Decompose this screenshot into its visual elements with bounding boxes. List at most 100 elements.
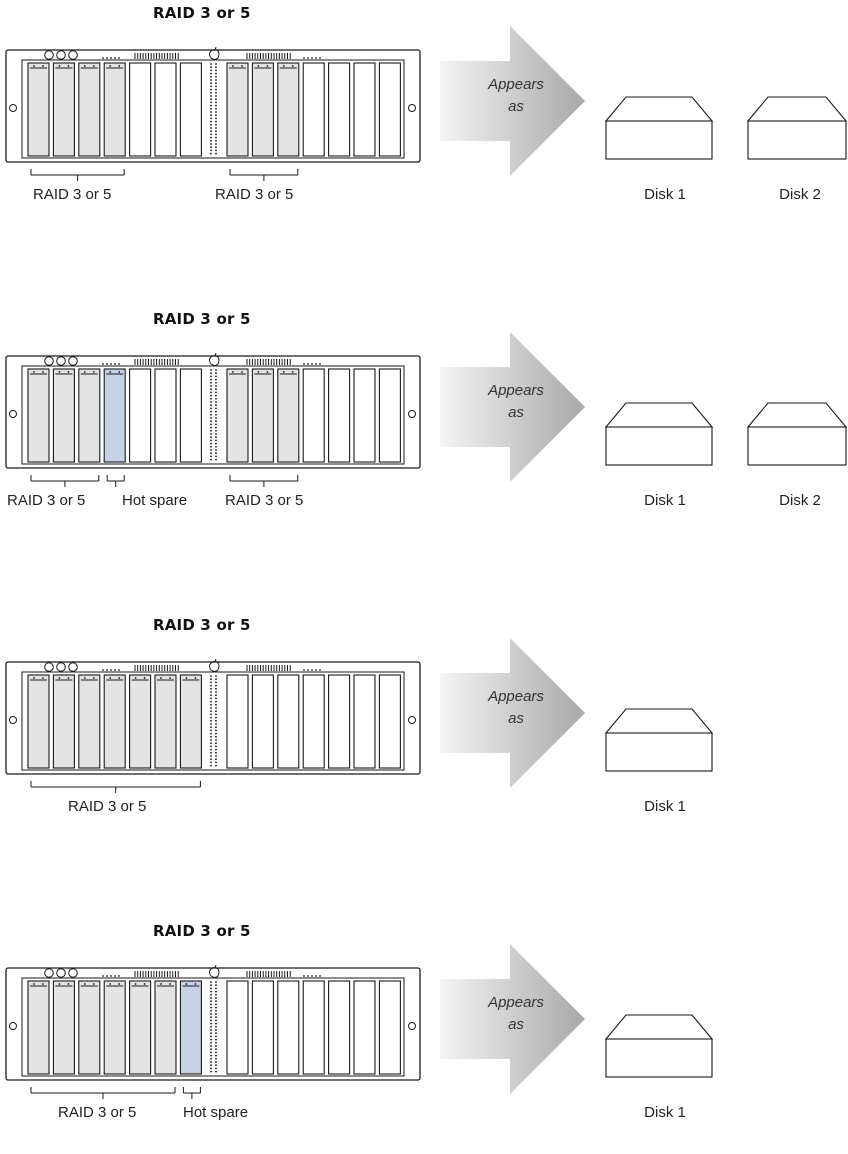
drive-led xyxy=(33,677,35,679)
appears-line: Appears xyxy=(488,994,544,1011)
divider-dot xyxy=(210,697,212,700)
apple-logo-icon xyxy=(209,658,220,672)
divider-dot xyxy=(215,748,217,751)
divider-dot xyxy=(215,678,217,681)
drive-led xyxy=(58,65,61,67)
divider-dot xyxy=(210,413,212,416)
drive-bay xyxy=(27,980,50,1075)
divider-dot xyxy=(210,987,212,990)
divider-dot xyxy=(210,455,212,458)
divider-dot xyxy=(210,1064,212,1067)
divider-dot xyxy=(215,1035,217,1038)
divider-dot xyxy=(210,678,212,681)
divider-dot xyxy=(210,101,212,104)
drive-led xyxy=(67,65,70,67)
divider-dot xyxy=(215,1045,217,1047)
divider-dot xyxy=(210,735,212,738)
mount-hole xyxy=(9,1022,17,1030)
divider-dot xyxy=(215,369,217,371)
divider-dot xyxy=(215,423,217,426)
drive-bay xyxy=(226,674,249,769)
divider-dot xyxy=(210,95,212,97)
drive-led xyxy=(58,371,61,373)
divider-dot xyxy=(210,694,212,697)
divider-dot xyxy=(215,719,217,722)
drive-led xyxy=(232,371,234,373)
drive-led xyxy=(291,371,294,373)
drive-bay xyxy=(52,368,75,463)
disk-shape xyxy=(604,1014,714,1078)
drive-bay xyxy=(129,62,152,157)
divider-dot xyxy=(210,149,212,152)
divider-dot xyxy=(215,394,217,397)
divider-dot xyxy=(215,1009,217,1012)
divider-dot xyxy=(210,369,212,371)
group-bracket xyxy=(229,475,299,487)
divider-dot xyxy=(210,426,212,429)
drive-led xyxy=(232,65,234,67)
indicator-dot xyxy=(106,57,108,59)
divider-dot xyxy=(210,691,212,693)
status-light xyxy=(56,662,66,672)
divider-dot xyxy=(215,127,217,129)
divider-dot xyxy=(215,1013,217,1015)
divider-dot xyxy=(215,1019,217,1022)
divider-dot xyxy=(215,114,217,117)
divider-dot xyxy=(210,1057,212,1060)
indicator-dot xyxy=(106,975,108,977)
divider-dot xyxy=(215,1041,217,1044)
divider-dot xyxy=(215,984,217,987)
drive-led xyxy=(92,677,95,679)
mount-hole xyxy=(9,410,17,418)
panel-title: RAID 3 or 5 xyxy=(153,922,251,940)
divider-dot xyxy=(210,130,212,133)
drive-bay xyxy=(179,980,202,1075)
drive-bay xyxy=(179,674,202,769)
divider-dot xyxy=(215,381,217,384)
arrow-shape xyxy=(440,26,585,176)
divider-dot xyxy=(210,436,212,439)
divider-dot xyxy=(215,1048,217,1051)
divider-dot xyxy=(215,735,217,738)
divider-dot xyxy=(210,707,212,709)
drive-bay xyxy=(277,368,300,463)
divider-dot xyxy=(215,66,217,69)
divider-dot xyxy=(210,710,212,713)
divider-dot xyxy=(215,745,217,748)
status-light xyxy=(44,50,54,60)
disk-shape xyxy=(746,402,848,466)
divider-dot xyxy=(215,63,217,65)
divider-dot xyxy=(215,136,217,139)
drive-bay xyxy=(302,62,325,157)
divider-dot xyxy=(215,104,217,107)
divider-dot xyxy=(215,764,217,767)
divider-dot xyxy=(215,388,217,391)
group-bracket xyxy=(30,781,201,793)
indicator-dot xyxy=(114,975,116,977)
divider-dot xyxy=(210,429,212,432)
divider-dot xyxy=(215,410,217,413)
drive-bay xyxy=(378,368,401,463)
drive-bay xyxy=(302,980,325,1075)
divider-dot xyxy=(210,719,212,722)
divider-dot xyxy=(210,152,212,155)
divider-dot xyxy=(215,85,217,88)
divider-dot xyxy=(215,130,217,133)
indicator-dot xyxy=(114,363,116,365)
indicator-dot xyxy=(315,975,317,977)
divider-dot xyxy=(215,993,217,996)
status-light xyxy=(68,662,78,672)
divider-dot xyxy=(215,1051,217,1054)
divider-dot xyxy=(210,1045,212,1047)
drive-led xyxy=(134,983,137,985)
drive-led xyxy=(83,371,86,373)
divider-dot xyxy=(215,707,217,709)
drive-led xyxy=(42,677,44,679)
drive-led xyxy=(257,65,260,67)
divider-dot xyxy=(215,426,217,429)
drive-led xyxy=(83,65,86,67)
divider-dot xyxy=(210,388,212,391)
arrow-shape xyxy=(440,332,585,482)
bracket-label: Hot spare xyxy=(122,492,188,509)
divider-dot xyxy=(210,375,212,378)
